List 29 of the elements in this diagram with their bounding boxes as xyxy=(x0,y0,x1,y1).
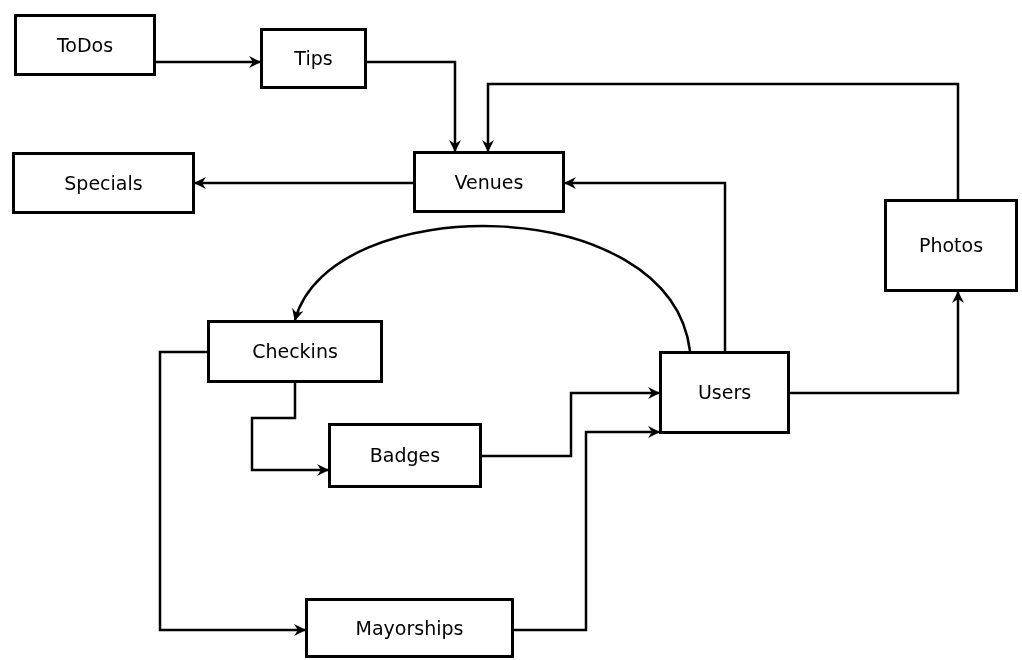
entity-box xyxy=(413,151,565,213)
arrow xyxy=(790,291,964,395)
entity-label: ToDos xyxy=(56,32,114,58)
arrow xyxy=(194,177,413,189)
entity-box xyxy=(207,320,383,383)
entity-label: Checkins xyxy=(252,339,338,365)
arrow xyxy=(250,383,329,476)
entity-label: Badges xyxy=(369,443,441,469)
entity-label: Photos xyxy=(918,233,984,259)
arrow xyxy=(482,387,660,458)
entity-label: Specials xyxy=(64,170,143,196)
entity-label: Venues xyxy=(454,169,524,195)
arrow xyxy=(367,60,461,152)
arrow xyxy=(158,350,306,636)
arrow xyxy=(514,426,660,632)
arrow xyxy=(564,177,727,351)
arrow xyxy=(156,56,261,68)
entity-box xyxy=(884,199,1018,292)
entity-label: Users xyxy=(697,380,752,406)
entity-box xyxy=(328,423,482,488)
entity-box xyxy=(659,351,790,434)
entity-label: Tips xyxy=(294,46,333,72)
entity-box xyxy=(12,152,195,214)
arrow xyxy=(293,225,692,352)
entity-box xyxy=(305,598,514,658)
arrow xyxy=(482,82,960,199)
entity-label: Mayorships xyxy=(355,615,464,641)
entity-box xyxy=(14,14,156,76)
entity-box xyxy=(260,28,367,89)
